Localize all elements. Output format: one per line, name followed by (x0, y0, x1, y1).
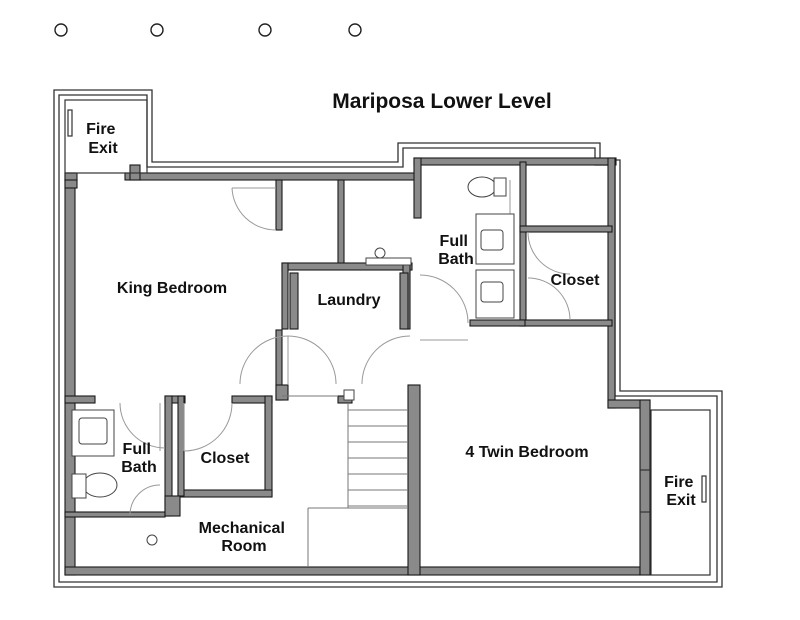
plan-title: Mariposa Lower Level (332, 90, 551, 113)
top-markers (54, 23, 362, 37)
fire-exit-right-line2: Exit (666, 492, 696, 509)
exterior-inner-line (58, 94, 718, 583)
fire-exit-left-line2: Exit (88, 140, 118, 157)
marker-4 (348, 23, 362, 37)
fire-exit-right-line1: Fire (664, 474, 693, 491)
marker-3 (258, 23, 272, 37)
laundry-label: Laundry (317, 292, 380, 309)
full-bath-left-label: Full Bath (121, 441, 157, 476)
walls (64, 157, 651, 576)
full-bath-left-line2: Bath (121, 459, 157, 476)
stairs (282, 395, 408, 567)
fire-exit-left-label: Fire Exit (86, 121, 120, 157)
bath-fixtures (71, 176, 515, 546)
mechanical-room-line2: Room (221, 538, 266, 555)
twin-bedroom-label: 4 Twin Bedroom (465, 444, 588, 461)
full-bath-left-line1: Full (123, 441, 151, 458)
closet-top-right-label: Closet (551, 272, 601, 289)
mechanical-room-label: Mechanical Room (199, 520, 290, 555)
door-swings (119, 180, 571, 516)
king-bedroom-label: King Bedroom (117, 280, 227, 297)
full-bath-top-line2: Bath (438, 251, 474, 268)
full-bath-top-line1: Full (440, 233, 468, 250)
closet-left-label: Closet (201, 450, 251, 467)
marker-2 (150, 23, 164, 37)
marker-1 (54, 23, 68, 37)
fire-exit-wells (64, 99, 711, 576)
full-bath-top-label: Full Bath (438, 233, 474, 268)
fire-exit-left-line1: Fire (86, 121, 115, 138)
mechanical-room-line1: Mechanical (199, 520, 285, 537)
fire-exit-right-label: Fire Exit (664, 474, 698, 509)
